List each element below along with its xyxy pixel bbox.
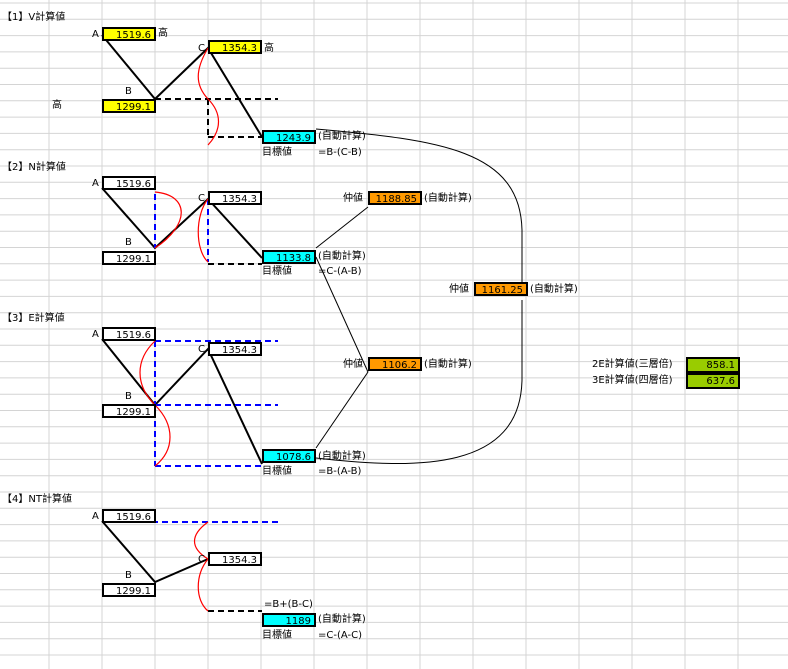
n-target-cell[interactable]: 1133.8 [262, 250, 316, 264]
e-a-cell[interactable]: 1519.6 [102, 327, 156, 341]
nt-b-cell[interactable]: 1299.1 [102, 583, 156, 597]
nt-title: 【4】NT計算値 [2, 494, 72, 505]
e-formula: =B-(A-B) [318, 466, 362, 477]
mid3-label: 仲値 [449, 284, 469, 295]
label-a: A [92, 511, 99, 522]
v-zigzag [101, 34, 263, 138]
e-target-label: 目標値 [262, 466, 292, 477]
v-target-label: 目標値 [262, 147, 292, 158]
nt-formula-top: =B+(B-C) [264, 599, 313, 610]
e-target-cell[interactable]: 1078.6 [262, 449, 316, 463]
nt-target-label: 目標値 [262, 630, 292, 641]
mid2-label: 仲値 [343, 359, 363, 370]
nt-auto-label: (自動計算) [318, 614, 366, 625]
v-a-cell[interactable]: 1519.6 [102, 27, 156, 41]
nt-zigzag [101, 520, 209, 584]
n-title: 【2】N計算値 [2, 162, 66, 173]
v-target-cell[interactable]: 1243.9 [262, 130, 316, 144]
v-auto-label: (自動計算) [318, 131, 366, 142]
nt-target-cell[interactable]: 1189 [262, 613, 316, 627]
nt-a-cell[interactable]: 1519.6 [102, 509, 156, 523]
label-b: B [125, 391, 132, 402]
n-c-cell[interactable]: 1354.3 [208, 191, 262, 205]
label-c: C [198, 43, 205, 54]
nt-formula: =C-(A-C) [318, 630, 362, 641]
v-low-label: 高 [52, 100, 62, 111]
mid2-cell[interactable]: 1106.2 [368, 357, 422, 371]
mid1-cell[interactable]: 1188.85 [368, 191, 422, 205]
e-c-cell[interactable]: 1354.3 [208, 342, 262, 356]
v-c-cell[interactable]: 1354.3 [208, 40, 262, 54]
mid2-auto: (自動計算) [424, 359, 472, 370]
e-title: 【3】E計算値 [2, 313, 65, 324]
e-zigzag [101, 338, 263, 465]
label-b: B [125, 237, 132, 248]
e2-cell[interactable]: 858.1 [686, 357, 740, 373]
v-title: 【1】V計算値 [2, 12, 66, 23]
n-zigzag [101, 187, 263, 259]
mid1-label: 仲値 [343, 193, 363, 204]
label-c: C [198, 554, 205, 565]
mid3-cell[interactable]: 1161.25 [474, 282, 528, 296]
e-auto-label: (自動計算) [318, 451, 366, 462]
label-a: A [92, 29, 99, 40]
nt-c-cell[interactable]: 1354.3 [208, 552, 262, 566]
n-auto-label: (自動計算) [318, 251, 366, 262]
v-formula: =B-(C-B) [318, 147, 362, 158]
label-c: C [198, 193, 205, 204]
e3-cell[interactable]: 637.6 [686, 373, 740, 389]
label-c: C [198, 344, 205, 355]
mid1-auto: (自動計算) [424, 193, 472, 204]
v-high-label-1: 高 [158, 28, 168, 39]
e-b-cell[interactable]: 1299.1 [102, 404, 156, 418]
label-b: B [125, 570, 132, 581]
mid3-auto: (自動計算) [530, 284, 578, 295]
n-target-label: 目標値 [262, 266, 292, 277]
n-b-cell[interactable]: 1299.1 [102, 251, 156, 265]
n-a-cell[interactable]: 1519.6 [102, 176, 156, 190]
v-b-cell[interactable]: 1299.1 [102, 99, 156, 113]
n-formula: =C-(A-B) [318, 266, 362, 277]
e3-label: 3E計算値(四層倍) [592, 375, 673, 386]
label-a: A [92, 178, 99, 189]
e2-label: 2E計算値(三層倍) [592, 359, 673, 370]
label-b: B [125, 86, 132, 97]
v-high-label-2: 高 [264, 43, 274, 54]
label-a: A [92, 329, 99, 340]
